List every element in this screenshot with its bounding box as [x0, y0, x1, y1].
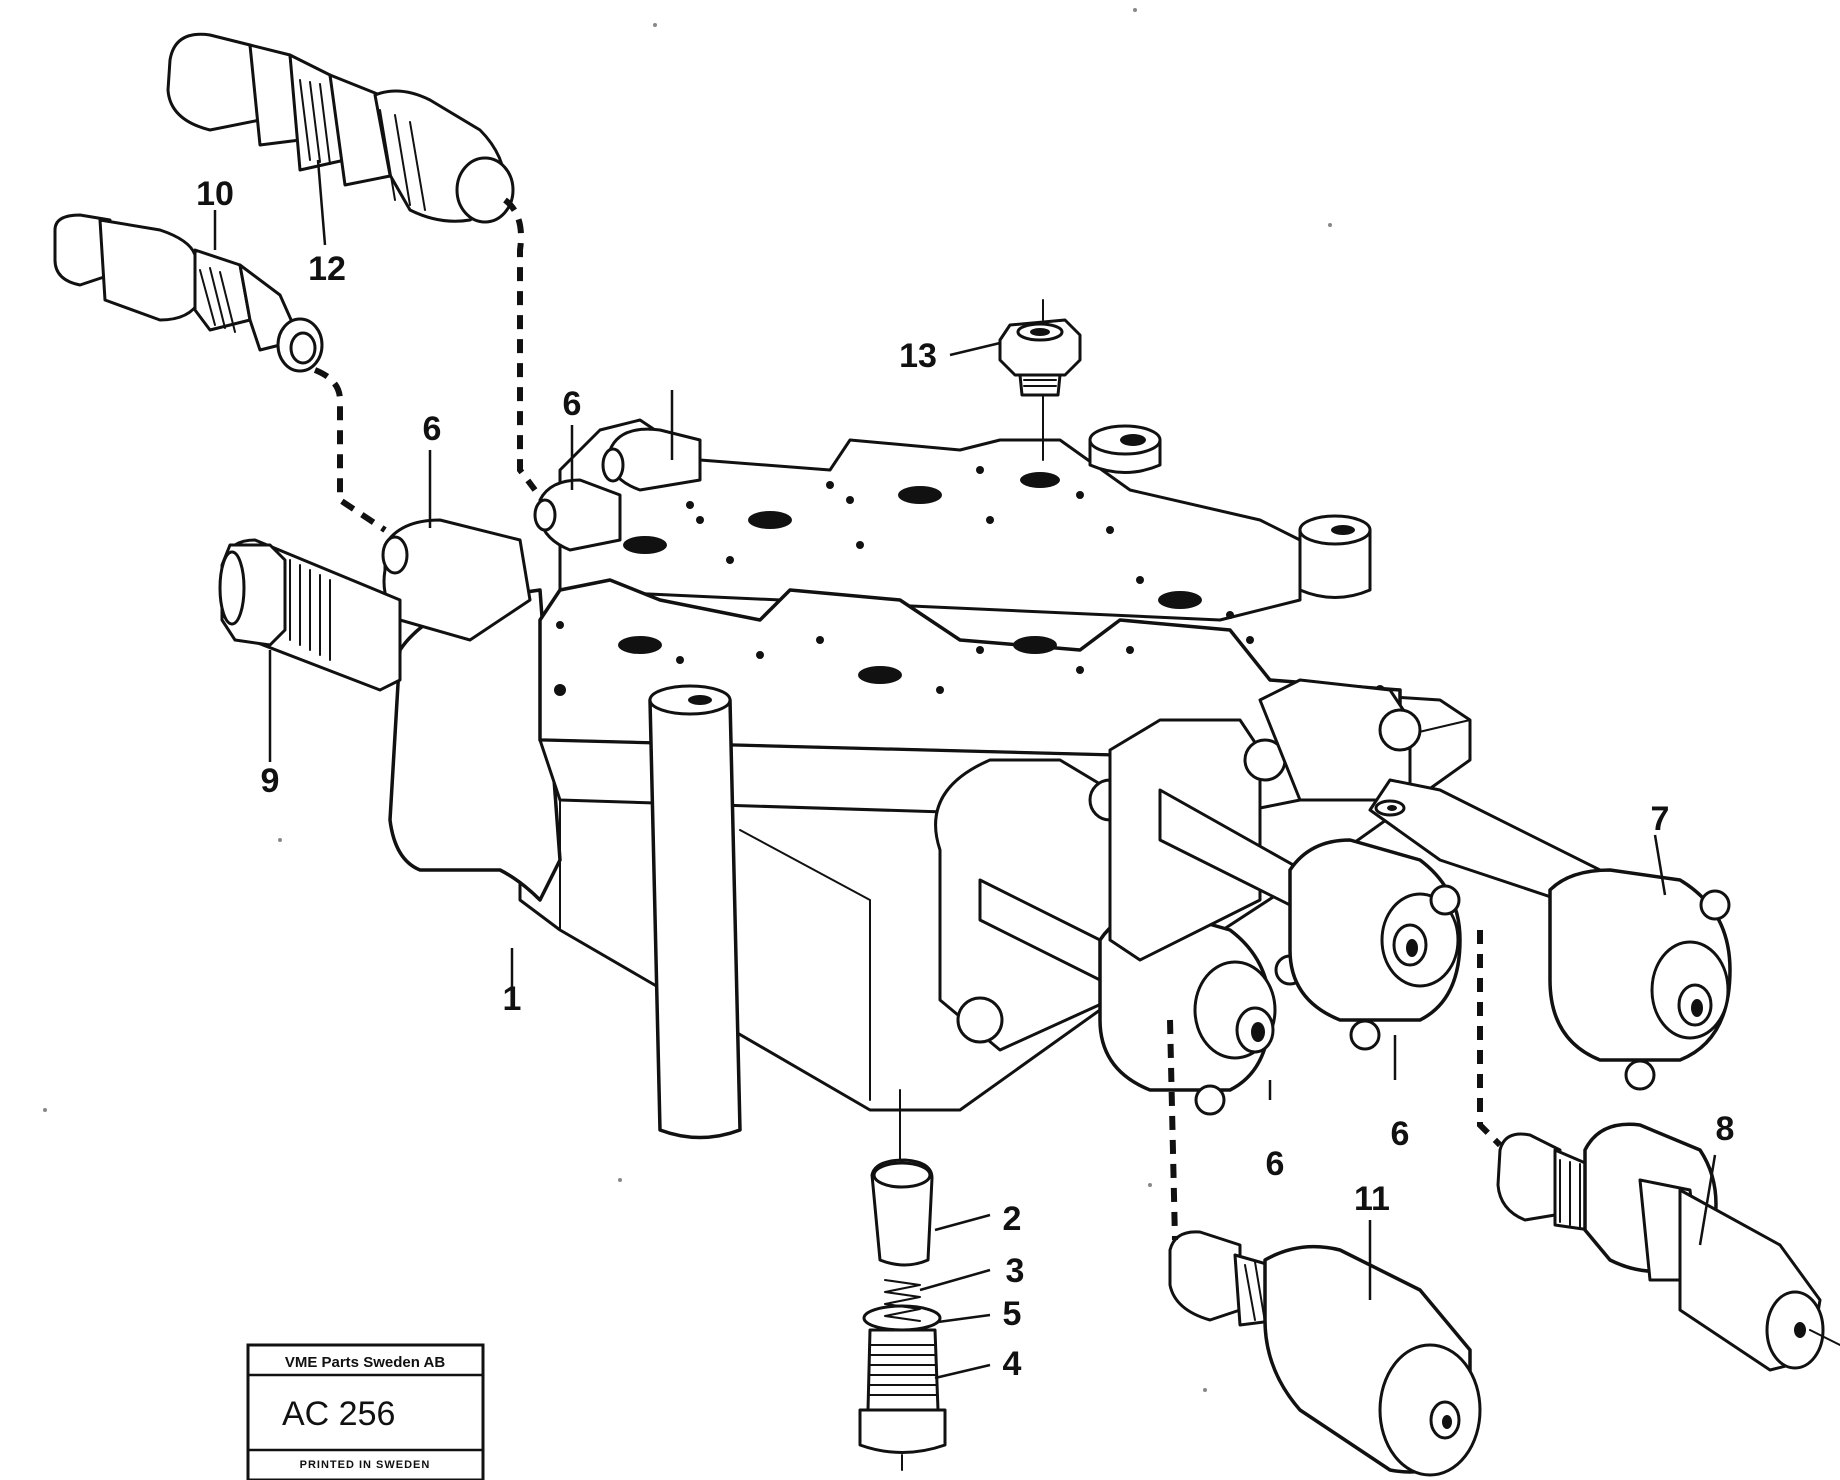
fitting-11 [1168, 1230, 1482, 1477]
plate-code: AC 256 [282, 1395, 395, 1433]
fitting-8 [1496, 1122, 1840, 1372]
assembly-lines [313, 197, 1503, 1241]
plate-company: VME Parts Sweden AB [285, 1354, 445, 1371]
leader-lines [213, 159, 1717, 1380]
callout-6-top: 6 [563, 385, 582, 423]
callout-6-left: 6 [423, 410, 442, 448]
spool-section-2 [1108, 718, 1462, 1051]
plate-footer: PRINTED IN SWEDEN [300, 1459, 431, 1471]
fitting-12 [166, 32, 515, 224]
callout-4: 4 [1003, 1345, 1022, 1383]
callout-11: 11 [1354, 1180, 1390, 1218]
callout-6-front-a: 6 [1266, 1145, 1285, 1183]
callout-9: 9 [261, 762, 280, 800]
callout-3: 3 [1006, 1252, 1025, 1290]
callout-1: 1 [503, 980, 522, 1018]
callout-6-front-b: 6 [1391, 1115, 1410, 1153]
scan-specks [43, 8, 1332, 1392]
callout-8: 8 [1716, 1110, 1735, 1148]
callout-12: 12 [308, 250, 346, 288]
callouts: 1 2 3 4 5 6 6 6 6 7 8 9 10 11 12 13 [196, 175, 1734, 1383]
relief-valve-left-6 [381, 518, 532, 642]
spool-section-1 [934, 758, 1306, 1116]
callout-10: 10 [196, 175, 234, 213]
callout-2: 2 [1003, 1200, 1022, 1238]
title-plate: VME Parts Sweden AB AC 256 PRINTED IN SW… [246, 1343, 485, 1480]
spool-section-3 [1258, 678, 1732, 1091]
back-plug [601, 427, 702, 492]
callout-7: 7 [1651, 800, 1670, 838]
relief-valve-top-6 [533, 478, 622, 552]
fitting-10 [53, 213, 324, 373]
callout-5: 5 [1003, 1295, 1022, 1333]
callout-13: 13 [899, 337, 937, 375]
plug-nut-13 [998, 299, 1082, 461]
fitting-9 [218, 538, 402, 692]
check-valve-stack [858, 1089, 947, 1471]
